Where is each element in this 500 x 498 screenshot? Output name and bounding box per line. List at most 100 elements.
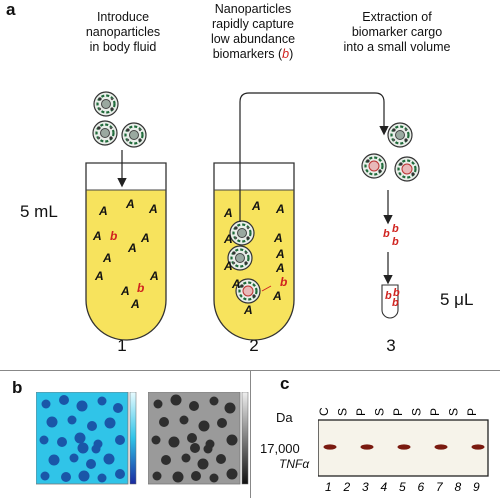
nanoparticle-with-cargo bbox=[393, 155, 421, 183]
marker-a: A bbox=[120, 284, 130, 298]
caption-step-2: Nanoparticles rapidly capture low abunda… bbox=[210, 2, 296, 61]
lane-label-top: S bbox=[373, 408, 387, 416]
tube-1 bbox=[85, 162, 167, 341]
afm-particle bbox=[113, 403, 123, 413]
tube-1-fluid bbox=[86, 190, 166, 340]
afm-particle bbox=[209, 396, 219, 406]
marker-a: A bbox=[140, 231, 150, 245]
marker-a: A bbox=[92, 229, 102, 243]
panel-c-letter: c bbox=[280, 374, 290, 393]
afm-particle bbox=[172, 471, 184, 483]
afm-particle bbox=[77, 442, 89, 454]
afm-particle bbox=[216, 454, 226, 464]
afm-particle bbox=[48, 454, 60, 466]
afm-particle bbox=[152, 471, 162, 481]
afm-particle bbox=[86, 459, 96, 469]
lane-label-top: P bbox=[354, 408, 368, 416]
marker-b: b bbox=[392, 297, 399, 309]
marker-b: b bbox=[393, 287, 400, 299]
afm-particle bbox=[170, 394, 182, 406]
caption-step-1: Introduce nanoparticles in body fluid bbox=[85, 10, 161, 54]
lane-label-bottom: 8 bbox=[455, 480, 462, 494]
afm-particle bbox=[104, 417, 116, 429]
lane-label-bottom: 9 bbox=[473, 480, 480, 494]
afm-particle bbox=[74, 432, 86, 444]
afm-image-color bbox=[36, 392, 137, 485]
marker-a: A bbox=[148, 202, 158, 216]
afm-particle bbox=[76, 400, 88, 412]
marker-a: A bbox=[127, 241, 137, 255]
afm-particle bbox=[69, 453, 79, 463]
afm-particle bbox=[181, 453, 191, 463]
afm-particle bbox=[153, 399, 163, 409]
afm-particle bbox=[59, 395, 69, 405]
marker-a: A bbox=[223, 259, 233, 273]
afm-particle bbox=[217, 418, 227, 428]
afm-particle bbox=[61, 472, 71, 482]
afm-particle bbox=[67, 415, 77, 425]
marker-a: A bbox=[223, 232, 233, 246]
marker-b: b bbox=[137, 281, 144, 295]
marker-a: A bbox=[223, 206, 233, 220]
afm-particle bbox=[39, 435, 49, 445]
afm-particle bbox=[190, 443, 200, 453]
afm-particle bbox=[78, 470, 90, 482]
lane-label-top: P bbox=[391, 408, 405, 416]
tube-1-outline bbox=[85, 162, 167, 341]
step-number-3: 3 bbox=[386, 336, 396, 355]
marker-a: A bbox=[273, 231, 283, 245]
nanoparticle bbox=[91, 119, 119, 147]
afm-particle bbox=[151, 435, 161, 445]
tnfa-label: TNFα bbox=[279, 457, 310, 471]
volume-5ul-label: 5 μL bbox=[440, 290, 474, 309]
marker-a: A bbox=[149, 269, 159, 283]
marker-a: A bbox=[251, 199, 261, 213]
capture-arrow bbox=[261, 285, 272, 292]
marker-a: A bbox=[125, 197, 135, 211]
lane-label-top: P bbox=[465, 408, 479, 416]
tube-3-small bbox=[381, 284, 399, 319]
afm-particle bbox=[40, 471, 50, 481]
marker-a: A bbox=[275, 247, 285, 261]
da-label: Da bbox=[276, 410, 293, 425]
marker-a: A bbox=[102, 251, 112, 265]
afm-particle bbox=[226, 434, 238, 446]
blot-band bbox=[360, 444, 374, 450]
blot-band bbox=[434, 444, 448, 450]
lane-label-bottom: 6 bbox=[418, 480, 425, 494]
afm-particle bbox=[224, 402, 236, 414]
lane-label-top: P bbox=[428, 408, 442, 416]
nanoparticle-with-cargo bbox=[360, 152, 388, 180]
marker-b: b bbox=[392, 236, 399, 248]
caption-step-3: Extraction of biomarker cargo into a sma… bbox=[343, 10, 451, 54]
afm-particle bbox=[57, 437, 67, 447]
afm-particle bbox=[87, 421, 97, 431]
lane-label-bottom: 7 bbox=[436, 480, 444, 494]
tube-2-outline bbox=[213, 162, 295, 341]
lane-label-top: S bbox=[410, 408, 424, 416]
afm-image-gray bbox=[148, 392, 249, 485]
afm-particle bbox=[187, 433, 197, 443]
nanoparticle bbox=[120, 121, 148, 149]
afm-particle bbox=[115, 469, 125, 479]
lane-label-top: S bbox=[336, 408, 350, 416]
afm-particle bbox=[161, 455, 171, 465]
lane-label-bottom: 5 bbox=[399, 480, 406, 494]
step-number-1: 1 bbox=[117, 336, 127, 355]
blot-band bbox=[397, 444, 411, 450]
marker-b: b bbox=[383, 228, 390, 240]
marker-a: A bbox=[130, 297, 140, 311]
tube-3-outline bbox=[381, 284, 399, 319]
afm-particle bbox=[41, 399, 51, 409]
volume-5ml-label: 5 mL bbox=[20, 202, 58, 221]
lane-label-bottom: 4 bbox=[381, 480, 388, 494]
afm-particle bbox=[97, 473, 107, 483]
marker-b: b bbox=[392, 223, 399, 235]
marker-b: b bbox=[280, 275, 287, 289]
afm-particle bbox=[226, 468, 238, 480]
